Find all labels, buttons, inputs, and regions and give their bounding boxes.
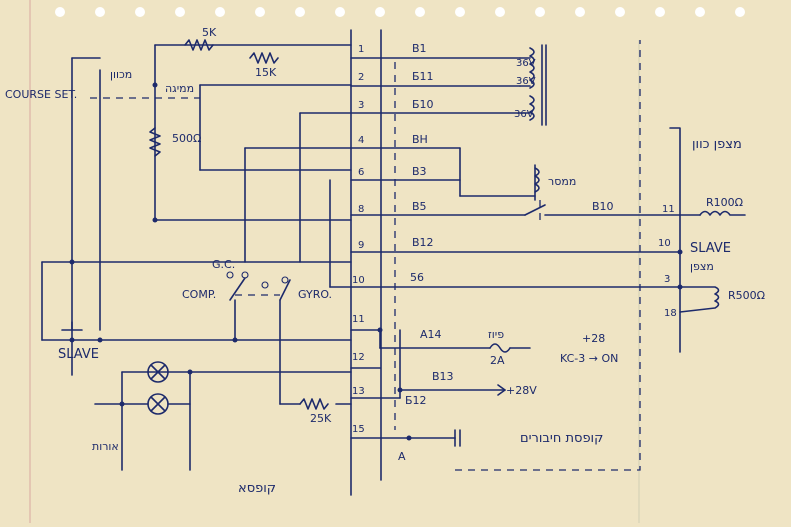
label-plus28v: +28V	[506, 384, 537, 397]
pin-3: 3	[358, 100, 364, 111]
b-labels: B1 Б11 Б10 BH B3 B5 B12 56 A14 B13 Б12 B…	[405, 42, 614, 407]
label-b1: B1	[412, 42, 427, 55]
label-plus28-top: +28	[582, 332, 605, 345]
pin-9: 9	[358, 240, 364, 251]
power-wiring: 2A פיוז +28 KC-3 → ON +28V A	[379, 328, 618, 463]
label-b12b: Б12	[405, 394, 427, 407]
note-top-mid: ממיגה	[165, 82, 194, 95]
label-slave-button: SLAVE	[58, 347, 99, 362]
label-gyro: GYRO.	[298, 288, 332, 301]
label-a14: A14	[420, 328, 442, 341]
right-pin-3: 3	[664, 274, 670, 285]
pin-4: 4	[358, 135, 364, 146]
label-kc3: KC-3 → ON	[560, 352, 618, 365]
note-top-left: מכוון	[110, 68, 132, 81]
label-5k: 5K	[202, 26, 217, 39]
pin-6: 6	[358, 167, 364, 178]
bottom-notes: קופסא קופסת חיבורים	[238, 431, 603, 496]
note-slave: מצפן	[690, 260, 714, 273]
right-connector: 11 10 3 18 R100Ω R500Ω SLAVE מצפן כוון מ…	[658, 127, 765, 353]
pin-12: 12	[352, 352, 365, 363]
indicator-lamps: אורות	[92, 361, 352, 471]
junction-dots	[69, 82, 683, 407]
label-b11: Б11	[412, 70, 434, 83]
label-r100: R100Ω	[706, 196, 743, 209]
terminal-wires	[350, 57, 681, 439]
pin-numbers: 1 2 3 4 6 8 9 10 11 12 13 15	[352, 44, 365, 435]
right-pin-10: 10	[658, 238, 671, 249]
label-b10a: Б10	[412, 98, 434, 111]
left-wiring	[41, 44, 352, 405]
slave-button-symbol: SLAVE	[58, 259, 103, 362]
label-36v-3: 36V	[514, 109, 534, 120]
title-course: COURSE SET.	[5, 88, 77, 101]
right-pin-11: 11	[662, 204, 675, 215]
transformer: 36V 36V 36V	[514, 44, 547, 126]
label-r500: R500Ω	[728, 289, 765, 302]
label-2a: 2A	[490, 354, 505, 367]
pin-1: 1	[358, 44, 364, 55]
resistors: 5K 15K 500Ω 25K	[149, 26, 332, 425]
pin-15: 15	[352, 424, 365, 435]
label-b3: B3	[412, 165, 427, 178]
pin-11: 11	[352, 314, 365, 325]
label-a: A	[398, 450, 406, 463]
label-36v-1: 36V	[516, 58, 536, 69]
pin-10: 10	[352, 275, 365, 286]
pin-13: 13	[352, 386, 365, 397]
label-b10b: B10	[592, 200, 614, 213]
mode-switch: G.C. COMP. GYRO.	[182, 258, 332, 301]
label-gc: G.C.	[212, 258, 235, 271]
notebook-holes	[55, 7, 745, 17]
top-notes: COURSE SET. מכוון ממיגה	[5, 68, 194, 101]
label-15k: 15K	[255, 66, 277, 79]
note-bottom-right: קופסת חיבורים	[520, 431, 603, 446]
label-56: 56	[410, 271, 424, 284]
right-pin-18: 18	[664, 308, 677, 319]
label-comp: COMP.	[182, 288, 216, 301]
label-500: 500Ω	[172, 132, 201, 145]
label-b12: B12	[412, 236, 434, 249]
note-lamps: אורות	[92, 440, 119, 453]
label-36v-2: 36V	[516, 76, 536, 87]
note-right-box: מצפן כוון	[692, 137, 742, 152]
relay: ממסר	[459, 147, 681, 222]
note-bottom-mid: קופסא	[238, 481, 276, 496]
enclosure-dashes	[394, 40, 641, 471]
label-slave-right: SLAVE	[690, 241, 731, 256]
note-relay: ממסר	[548, 175, 576, 188]
label-bh: BH	[412, 133, 428, 146]
label-b5: B5	[412, 200, 427, 213]
pin-2: 2	[358, 72, 364, 83]
note-fuse: פיוז	[488, 328, 504, 341]
label-b13: B13	[432, 370, 454, 383]
pin-8: 8	[358, 204, 364, 215]
label-25k: 25K	[310, 412, 332, 425]
